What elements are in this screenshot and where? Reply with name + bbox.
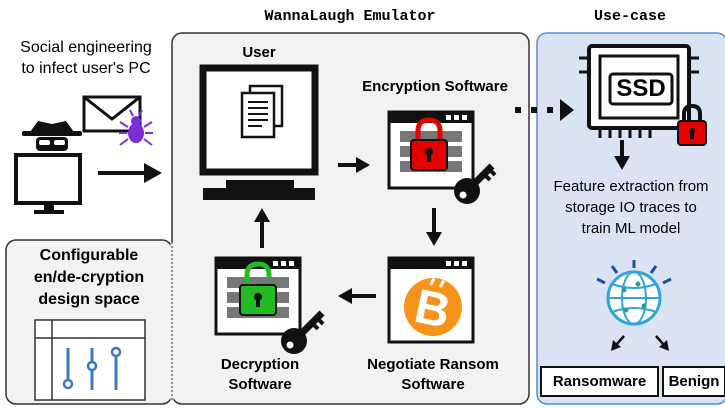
sliders-icon bbox=[34, 319, 146, 401]
user-label: User bbox=[242, 44, 276, 61]
ssd-label: SSD bbox=[616, 75, 666, 102]
negotiate-ransom-label-line2: Software bbox=[401, 376, 465, 393]
ssd-icon bbox=[579, 44, 699, 138]
ransomware-class-label: Ransomware bbox=[552, 373, 647, 390]
green-unlocked-lock-icon bbox=[239, 261, 277, 316]
user-computer-icon bbox=[199, 64, 319, 200]
red-lock-icon bbox=[410, 117, 448, 171]
config-title-line2: en/de-cryption bbox=[33, 269, 145, 286]
feature-extraction-line1: Feature extraction from bbox=[553, 178, 709, 195]
decryption-key-icon bbox=[281, 310, 325, 354]
attacker-caption-line1: Social engineering bbox=[20, 39, 152, 56]
ssd-lock-icon bbox=[677, 103, 707, 146]
decryption-software-label-line2: Software bbox=[228, 376, 292, 393]
decryption-software-label-line1: Decryption bbox=[220, 356, 300, 373]
feature-extraction-line3: train ML model bbox=[581, 220, 681, 237]
config-title-line1: Configurable bbox=[39, 247, 139, 264]
key-icon bbox=[454, 163, 497, 204]
encryption-software-label: Encryption Software bbox=[362, 78, 508, 95]
ml-model-icon bbox=[596, 260, 672, 326]
ransomware-class-box bbox=[540, 366, 659, 397]
email-icon bbox=[82, 95, 142, 133]
usecase-title: Use-case bbox=[593, 8, 666, 25]
feature-extraction-line2: storage IO traces to bbox=[565, 199, 697, 216]
hacker-icon bbox=[14, 121, 82, 214]
attacker-caption-line2: to infect user's PC bbox=[21, 60, 151, 77]
config-title-line3: design space bbox=[38, 291, 140, 308]
bug-icon bbox=[119, 109, 153, 146]
bitcoin-icon: B bbox=[404, 277, 462, 339]
emulator-title: WannaLaugh Emulator bbox=[264, 8, 436, 25]
negotiate-ransom-label-line1: Negotiate Ransom bbox=[367, 356, 499, 373]
benign-class-box bbox=[662, 366, 725, 397]
benign-class-label: Benign bbox=[668, 373, 720, 390]
